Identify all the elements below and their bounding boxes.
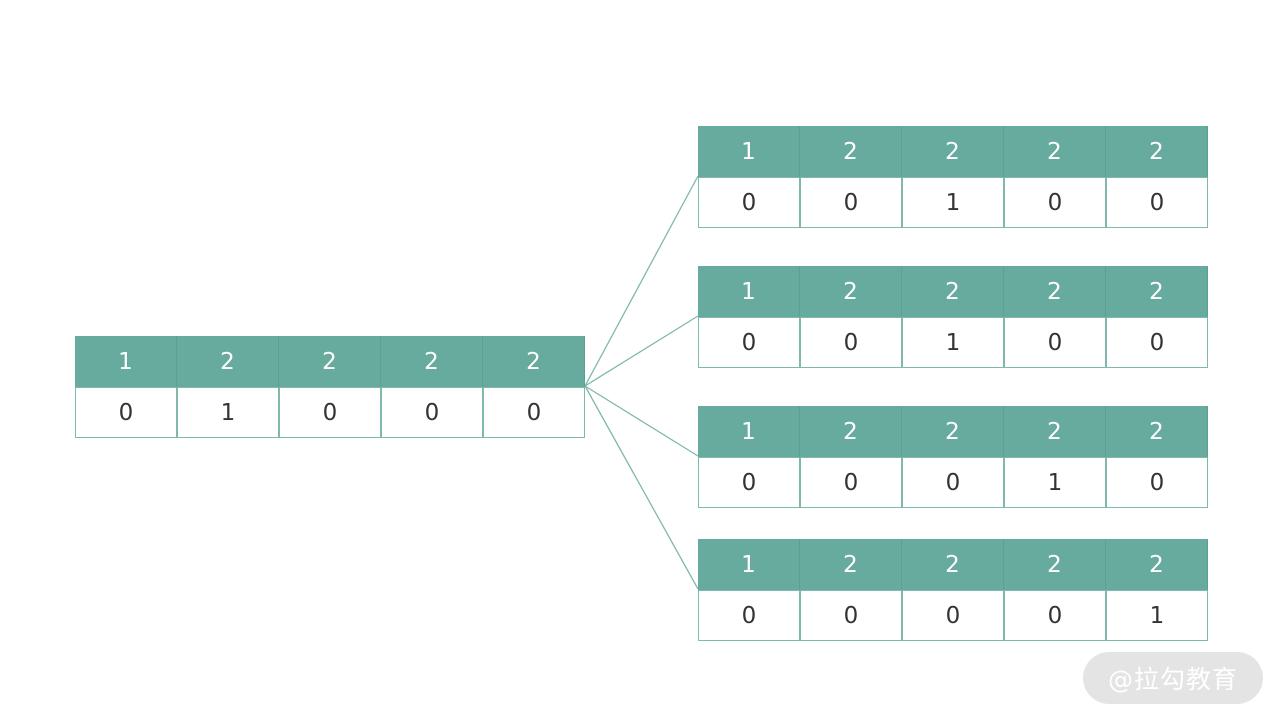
child-array-0: 1 2 2 2 2 0 0 1 0 0 [698, 126, 1208, 228]
source-value-cell: 0 [381, 387, 483, 438]
child-value-cell: 1 [902, 317, 1004, 368]
child-value-cell: 0 [800, 317, 902, 368]
child-value-cell: 1 [1106, 590, 1208, 641]
child-header-cell: 2 [902, 266, 1004, 317]
child-header-cell: 2 [800, 406, 902, 457]
connector-line-0 [584, 175, 699, 387]
child-value-cell: 0 [698, 590, 800, 641]
source-value-cell: 0 [75, 387, 177, 438]
child-header-cell: 2 [800, 539, 902, 590]
child-value-cell: 0 [800, 590, 902, 641]
child-header-cell: 2 [1106, 406, 1208, 457]
child-value-cell: 0 [1106, 457, 1208, 508]
connector-line-3 [584, 385, 699, 590]
child-value-cell: 0 [698, 177, 800, 228]
child-header-cell: 2 [1004, 266, 1106, 317]
source-array: 1 2 2 2 2 0 1 0 0 0 [75, 336, 585, 438]
source-header-cell: 2 [483, 336, 585, 387]
child-header-cell: 2 [800, 266, 902, 317]
child-value-cell: 0 [1106, 317, 1208, 368]
child-value-cell: 0 [1004, 317, 1106, 368]
child-header-cell: 1 [698, 266, 800, 317]
source-value-cell: 0 [483, 387, 585, 438]
child-header-cell: 1 [698, 406, 800, 457]
child-array-3: 1 2 2 2 2 0 0 0 0 1 [698, 539, 1208, 641]
source-header-cell: 1 [75, 336, 177, 387]
child-value-cell: 0 [698, 457, 800, 508]
connector-line-1 [584, 315, 699, 387]
child-value-cell: 0 [1004, 590, 1106, 641]
child-value-cell: 0 [698, 317, 800, 368]
child-value-cell: 0 [902, 457, 1004, 508]
child-value-cell: 0 [1004, 177, 1106, 228]
source-header-cell: 2 [177, 336, 279, 387]
watermark-badge: @拉勾教育 [1083, 652, 1263, 704]
child-header-cell: 2 [1106, 539, 1208, 590]
child-header-cell: 2 [902, 406, 1004, 457]
child-value-cell: 0 [902, 590, 1004, 641]
child-array-2: 1 2 2 2 2 0 0 0 1 0 [698, 406, 1208, 508]
child-header-cell: 2 [1004, 539, 1106, 590]
child-value-cell: 1 [902, 177, 1004, 228]
source-value-cell: 1 [177, 387, 279, 438]
child-value-cell: 1 [1004, 457, 1106, 508]
child-value-cell: 0 [800, 457, 902, 508]
child-header-cell: 2 [1106, 126, 1208, 177]
child-header-cell: 2 [1004, 406, 1106, 457]
source-header-cell: 2 [279, 336, 381, 387]
child-value-cell: 0 [1106, 177, 1208, 228]
child-header-cell: 1 [698, 126, 800, 177]
child-header-cell: 2 [800, 126, 902, 177]
child-header-cell: 1 [698, 539, 800, 590]
child-array-1: 1 2 2 2 2 0 0 1 0 0 [698, 266, 1208, 368]
child-header-cell: 2 [902, 539, 1004, 590]
child-header-cell: 2 [1004, 126, 1106, 177]
child-value-cell: 0 [800, 177, 902, 228]
source-value-cell: 0 [279, 387, 381, 438]
connector-line-2 [584, 385, 699, 457]
child-header-cell: 2 [902, 126, 1004, 177]
child-header-cell: 2 [1106, 266, 1208, 317]
source-header-cell: 2 [381, 336, 483, 387]
